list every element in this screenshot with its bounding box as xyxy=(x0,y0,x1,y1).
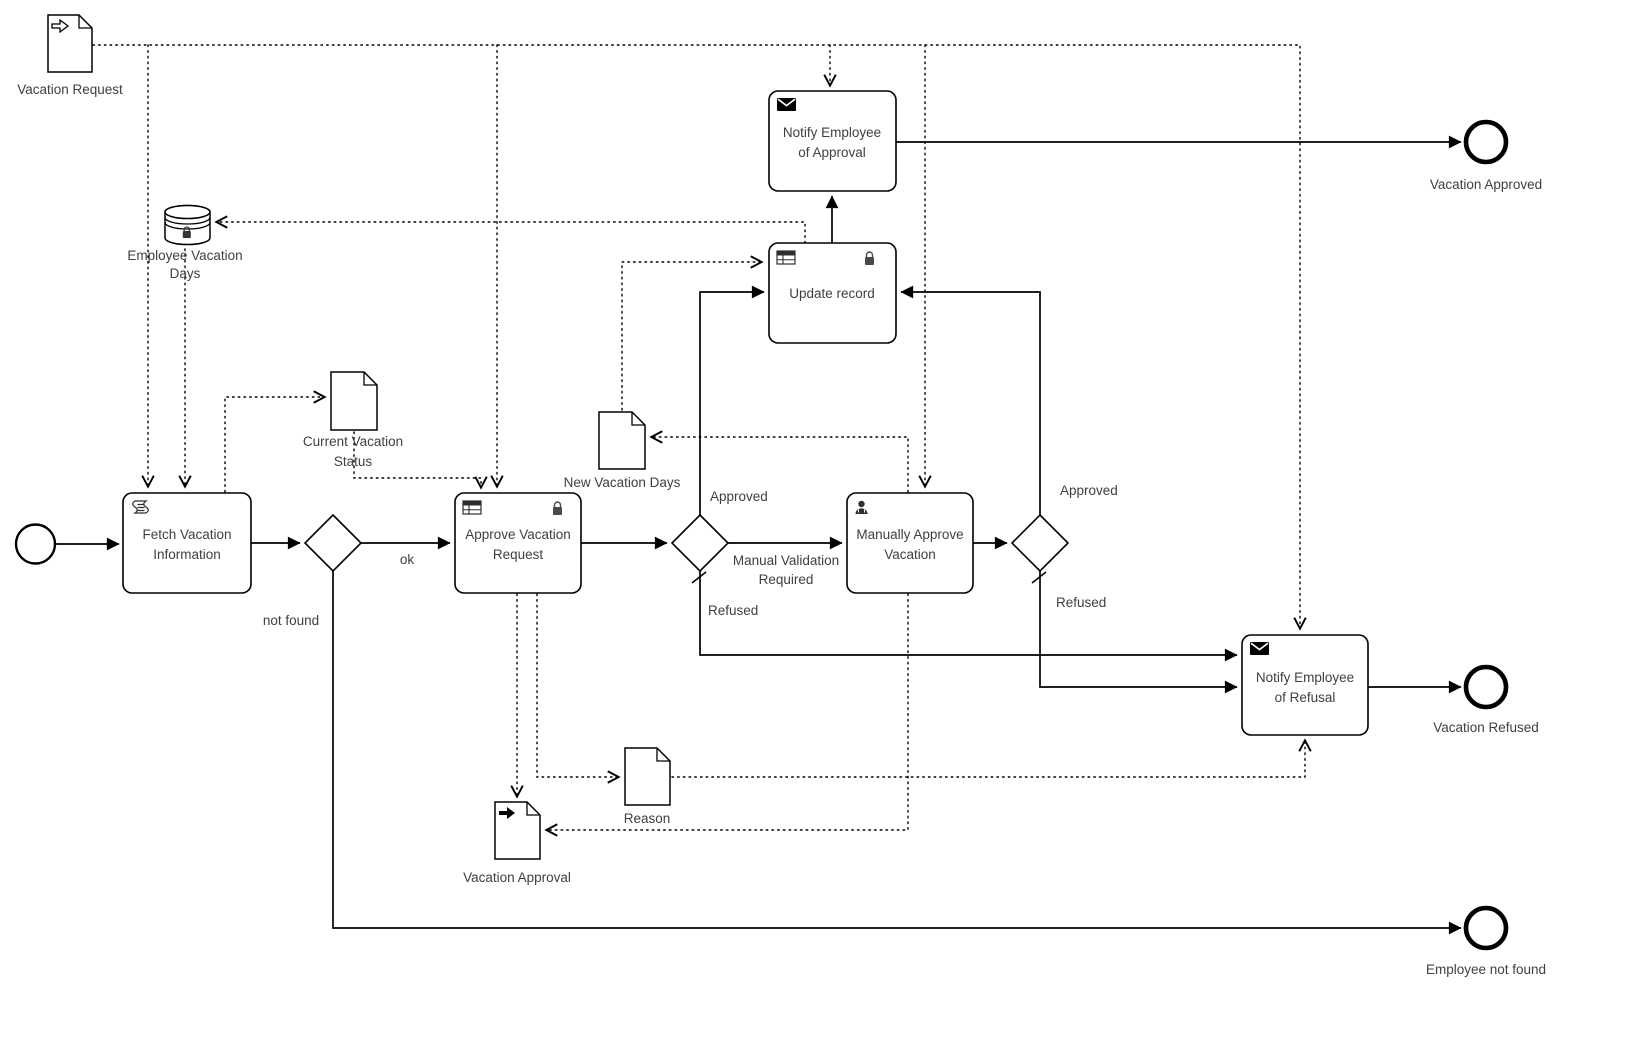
svg-text:Status: Status xyxy=(334,454,373,469)
svg-text:Notify Employee: Notify Employee xyxy=(783,125,881,140)
flow-label-ok: ok xyxy=(400,552,415,567)
flow-label-manual-validation-2: Required xyxy=(759,572,814,587)
svg-text:Fetch Vacation: Fetch Vacation xyxy=(142,527,231,542)
data-output-icon xyxy=(499,807,515,819)
svg-text:Current Vacation: Current Vacation xyxy=(303,434,403,449)
start-event[interactable] xyxy=(14,523,57,565)
gateway-manual-decision[interactable] xyxy=(1010,513,1070,573)
association-approve-reason[interactable] xyxy=(536,593,618,777)
sequence-flows xyxy=(55,135,1462,935)
gateway-auto-decision[interactable] xyxy=(670,513,730,573)
end-event-label-vacation-approved: Vacation Approved xyxy=(1430,177,1542,192)
flow-labels: ok not found Approved Manual Validation … xyxy=(263,483,1118,628)
svg-text:Request: Request xyxy=(493,547,544,562)
association-manual-vacation-approval[interactable] xyxy=(547,593,909,830)
association-new-vacation-days-update[interactable] xyxy=(621,262,761,411)
svg-text:Vacation: Vacation xyxy=(884,547,936,562)
data-object-new-vacation-days[interactable]: New Vacation Days xyxy=(564,411,681,490)
script-icon xyxy=(132,500,149,514)
lock-icon xyxy=(182,226,191,238)
svg-text:Information: Information xyxy=(153,547,221,562)
svg-text:Notify Employee: Notify Employee xyxy=(1256,670,1354,685)
svg-text:Update record: Update record xyxy=(789,286,875,301)
lock-icon xyxy=(865,251,874,265)
association-vacation-request-trunk[interactable] xyxy=(92,44,1300,628)
association-fetch-current-vacation-status[interactable] xyxy=(224,397,324,493)
svg-text:Manually Approve: Manually Approve xyxy=(856,527,963,542)
svg-text:of Refusal: of Refusal xyxy=(1275,690,1336,705)
svg-text:New Vacation Days: New Vacation Days xyxy=(564,475,681,490)
data-object-reason[interactable]: Reason xyxy=(624,747,671,826)
end-event-vacation-approved[interactable] xyxy=(1463,119,1509,165)
flow-gateway2-approved-update[interactable] xyxy=(699,285,765,515)
default-flow-marker-gateway3 xyxy=(1031,571,1047,584)
svg-text:Vacation Request: Vacation Request xyxy=(17,82,123,97)
svg-text:of Approval: of Approval xyxy=(798,145,866,160)
lock-icon xyxy=(553,501,562,515)
gateway-employee-found[interactable] xyxy=(303,513,363,573)
end-event-label-employee-not-found: Employee not found xyxy=(1426,962,1546,977)
task-manually-approve-vacation[interactable]: Manually Approve Vacation xyxy=(846,492,974,594)
flow-label-approved-auto: Approved xyxy=(710,489,768,504)
end-event-vacation-refused[interactable] xyxy=(1463,664,1509,710)
flow-label-refused-auto: Refused xyxy=(708,603,758,618)
association-manual-new-vacation-days[interactable] xyxy=(652,437,909,493)
association-current-vacation-status-approve[interactable] xyxy=(353,431,481,487)
user-icon xyxy=(855,500,868,514)
flow-gateway3-refused-notify-refusal[interactable] xyxy=(1039,571,1238,694)
flow-label-manual-validation-1: Manual Validation xyxy=(733,553,839,568)
flow-gateway1-not-found-end[interactable] xyxy=(332,571,1462,935)
association-reason-notify-refusal[interactable] xyxy=(671,741,1305,778)
data-input-vacation-request[interactable]: Vacation Request xyxy=(17,14,123,97)
business-rule-icon xyxy=(462,500,482,515)
business-rule-icon xyxy=(776,250,796,265)
task-notify-employee-of-refusal[interactable]: Notify Employee of Refusal xyxy=(1241,634,1369,736)
flow-label-not-found: not found xyxy=(263,613,319,628)
send-message-icon xyxy=(777,98,796,111)
svg-text:Reason: Reason xyxy=(624,811,671,826)
flow-label-refused-manual: Refused xyxy=(1056,595,1106,610)
flow-label-approved-manual: Approved xyxy=(1060,483,1118,498)
data-input-icon xyxy=(51,18,70,34)
end-event-employee-not-found[interactable] xyxy=(1463,905,1509,951)
data-object-current-vacation-status[interactable]: Current Vacation Status xyxy=(303,371,403,469)
task-approve-vacation-request[interactable]: Approve Vacation Request xyxy=(454,492,582,594)
svg-text:Days: Days xyxy=(170,266,201,281)
data-output-vacation-approval[interactable]: Vacation Approval xyxy=(463,801,571,885)
data-store-employee-vacation-days[interactable]: Employee Vacation Days xyxy=(127,204,243,282)
send-message-icon xyxy=(1250,642,1269,655)
svg-text:Approve Vacation: Approve Vacation xyxy=(465,527,571,542)
task-update-record[interactable]: Update record xyxy=(768,242,897,344)
task-notify-employee-of-approval[interactable]: Notify Employee of Approval xyxy=(768,90,897,192)
flow-gateway3-approved-update[interactable] xyxy=(900,285,1041,515)
flow-gateway2-refused-notify-refusal[interactable] xyxy=(699,571,1238,662)
data-associations xyxy=(92,44,1305,830)
end-event-label-vacation-refused: Vacation Refused xyxy=(1433,720,1539,735)
association-update-employee-vacation-days[interactable] xyxy=(217,222,806,244)
svg-text:Vacation Approval: Vacation Approval xyxy=(463,870,571,885)
svg-text:Employee Vacation: Employee Vacation xyxy=(127,248,242,263)
default-flow-marker-gateway2 xyxy=(691,571,707,584)
task-fetch-vacation-information[interactable]: Fetch Vacation Information xyxy=(122,492,252,594)
